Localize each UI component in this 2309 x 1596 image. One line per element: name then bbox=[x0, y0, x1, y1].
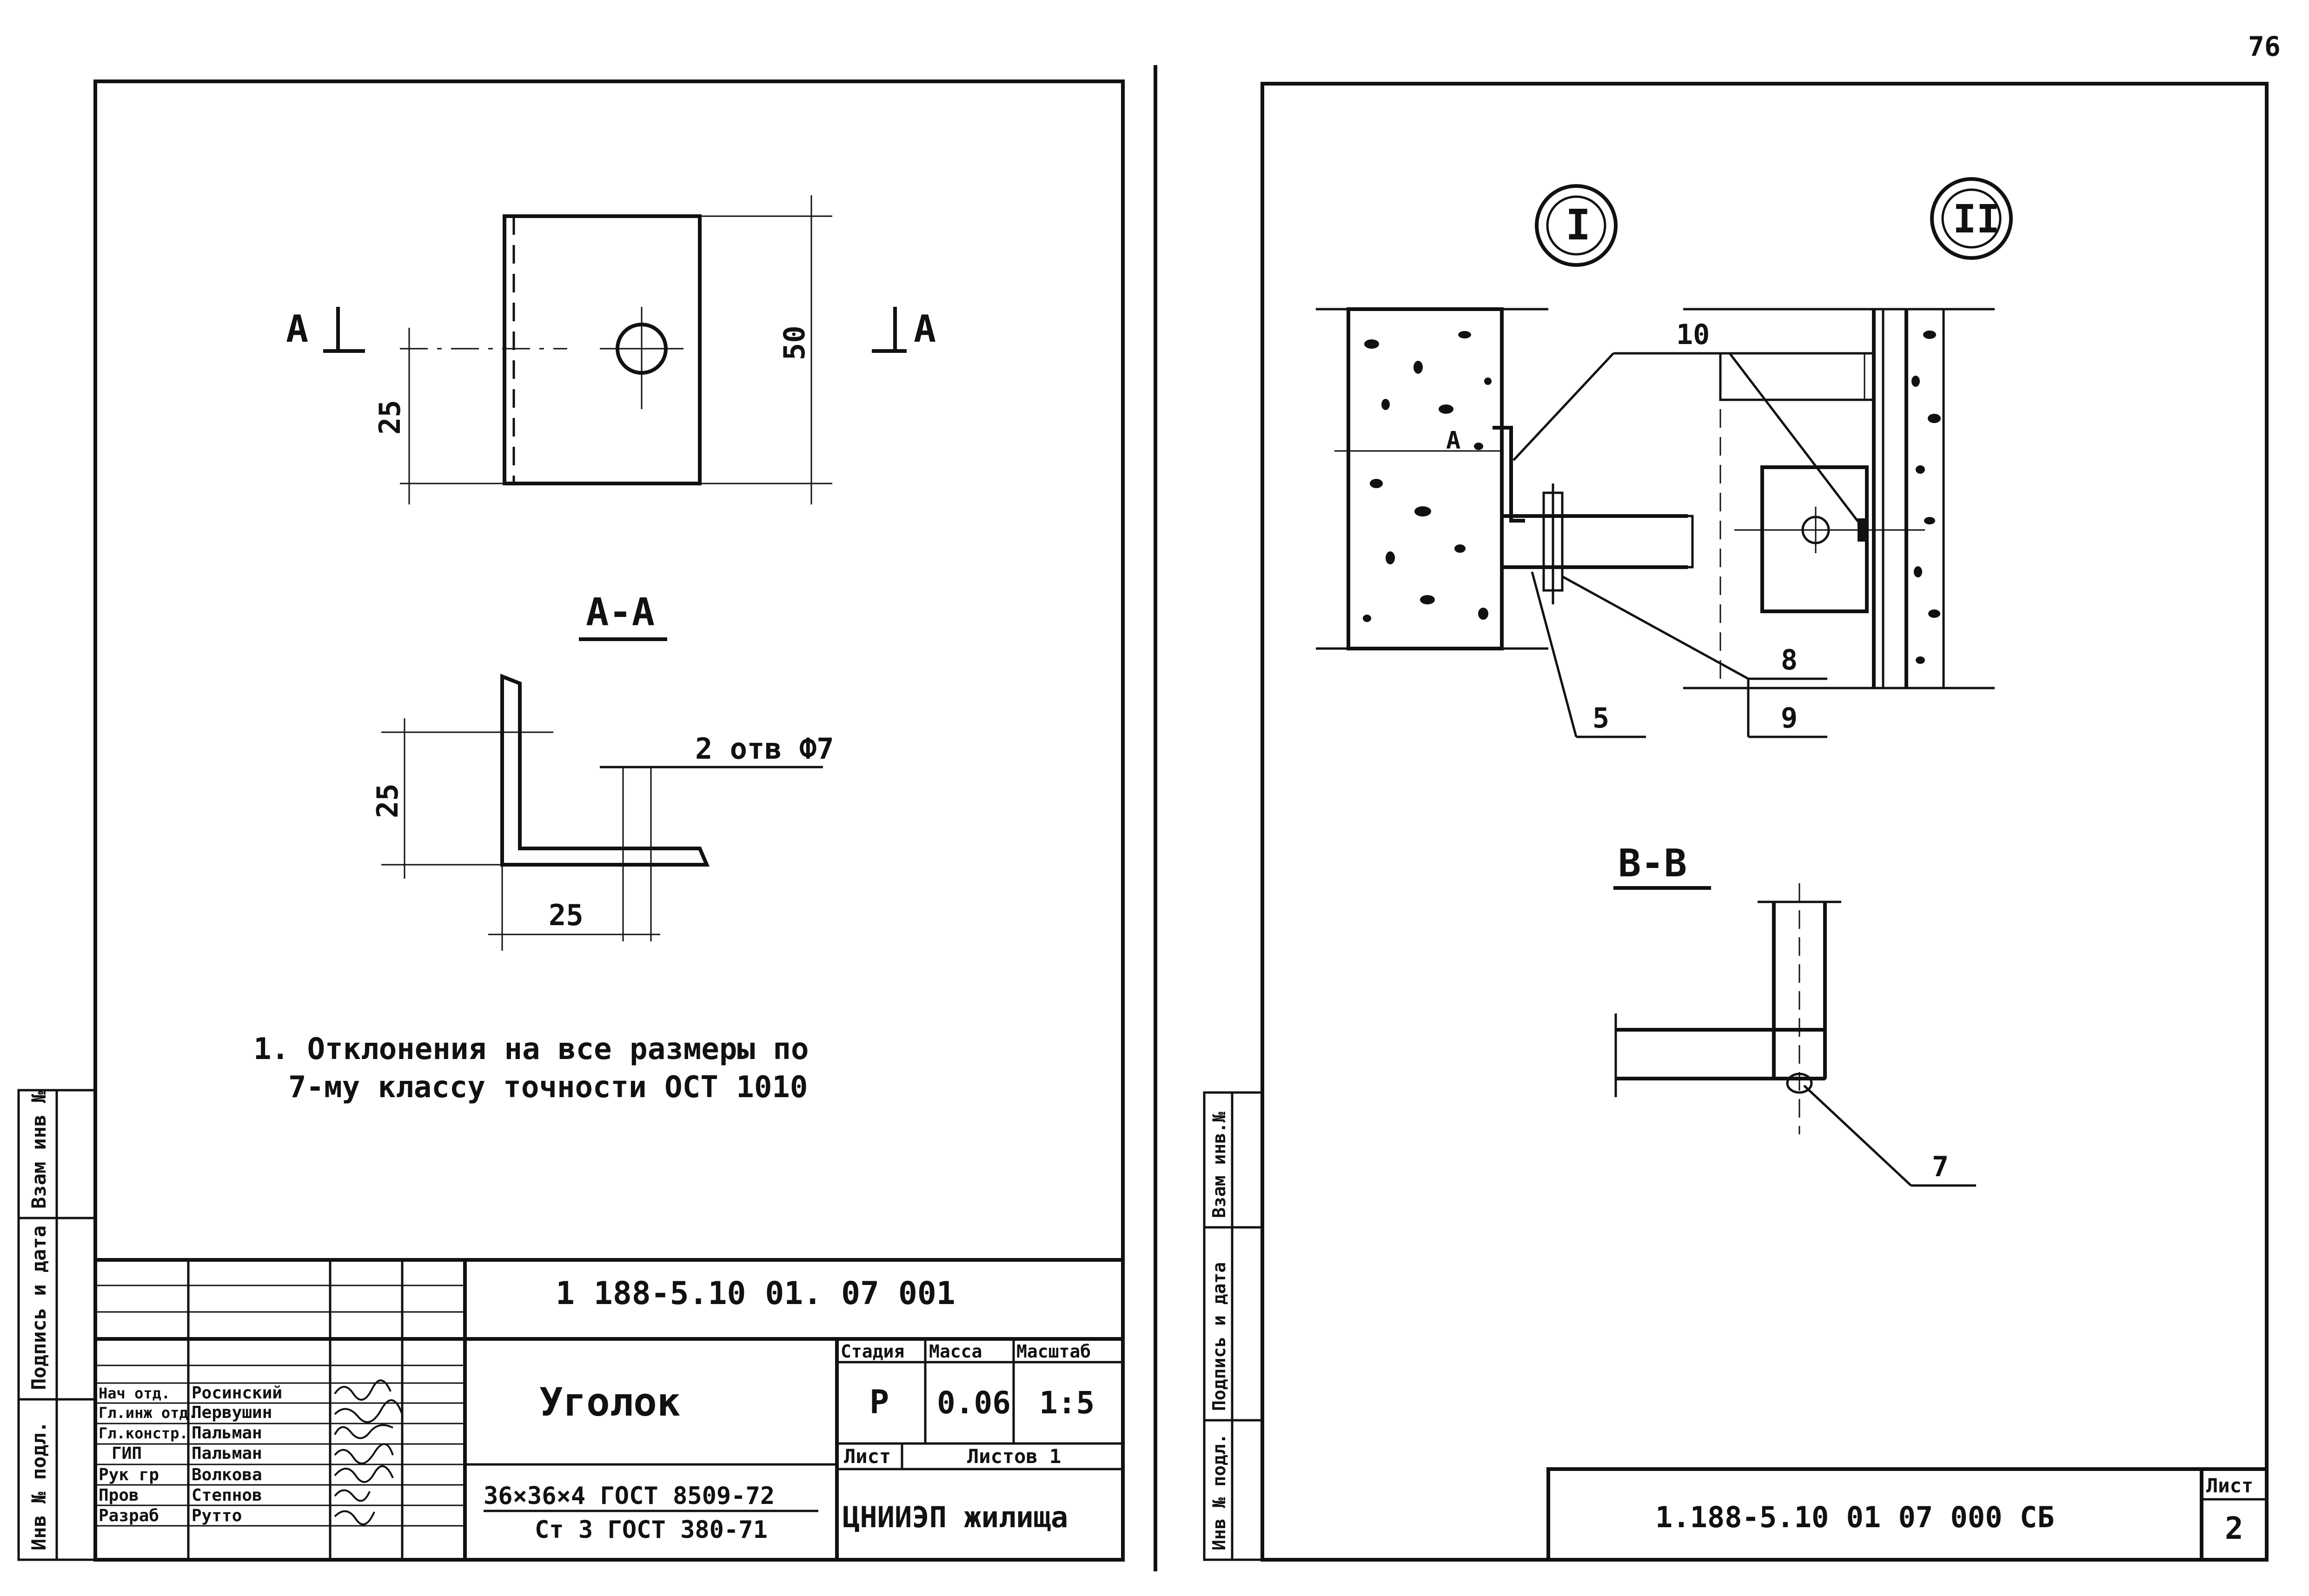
section-mark-left: А bbox=[286, 307, 308, 351]
name-1: Первушин bbox=[192, 1403, 272, 1422]
material-line-1: 36×36×4 ГОСТ 8509-72 bbox=[484, 1482, 775, 1510]
scale-value: 1:5 bbox=[1039, 1385, 1095, 1421]
role-2: Гл.констр. bbox=[99, 1424, 188, 1442]
left-doc-code: 1 188-5.10 01. 07 001 bbox=[556, 1275, 955, 1312]
right-side-stamp-sign: Подпись и дата bbox=[1209, 1262, 1229, 1411]
side-stamp-replace: Взам инв № bbox=[27, 1091, 50, 1209]
role-1: Гл.инж отд. bbox=[99, 1404, 197, 1422]
callouts: 10 8 9 5 bbox=[1513, 318, 1865, 738]
callout-8: 8 bbox=[1781, 644, 1798, 676]
mass-value: 0.06 bbox=[937, 1385, 1011, 1421]
left-sheet-label: Лист bbox=[844, 1445, 891, 1468]
side-stamp-inv: Инв № подл. bbox=[27, 1421, 50, 1550]
right-side-stamp-replace: Взам инв.№ bbox=[1209, 1112, 1229, 1218]
node-1-marker bbox=[1535, 184, 1618, 267]
node-2-label: II bbox=[1953, 196, 2000, 242]
right-doc-code: 1.188-5.10 01 07 000 СБ bbox=[1655, 1500, 2055, 1534]
name-5: Степнов bbox=[192, 1486, 262, 1505]
right-sheet-number: 2 bbox=[2225, 1510, 2243, 1546]
section-bb: В-В 7 bbox=[1613, 841, 1976, 1187]
dim-50: 50 bbox=[777, 325, 811, 360]
scale-header: Масштаб bbox=[1016, 1341, 1091, 1362]
section-aa-title: А-А bbox=[586, 590, 655, 635]
note-line-2: 7-му классу точности ОСТ 1010 bbox=[288, 1070, 808, 1105]
stage-header: Стадия bbox=[841, 1341, 904, 1362]
role-5: Пров bbox=[99, 1486, 139, 1505]
section-aa: А-А 25 25 2 отв Ф7 bbox=[371, 590, 834, 951]
mark-a: А bbox=[1446, 427, 1460, 455]
left-sheets-label: Листов 1 bbox=[967, 1445, 1061, 1468]
angle-profile bbox=[500, 674, 710, 867]
note-line-1: 1. Отклонения на все размеры по bbox=[253, 1032, 809, 1066]
right-frame bbox=[1261, 82, 2269, 1562]
page-number: 76 bbox=[2248, 31, 2281, 62]
name-0: Росинский bbox=[192, 1384, 282, 1403]
name-2: Пальман bbox=[192, 1424, 262, 1443]
role-4: Рук гр bbox=[99, 1465, 159, 1484]
role-0: Нач отд. bbox=[99, 1384, 170, 1402]
role-3: ГИП bbox=[112, 1444, 142, 1463]
side-stamp-sign: Подпись и дата bbox=[27, 1225, 50, 1390]
name-6: Рутто bbox=[192, 1506, 242, 1525]
callout-5: 5 bbox=[1592, 702, 1609, 735]
dim-25-plan: 25 bbox=[373, 400, 407, 435]
section-mark-right: А bbox=[914, 307, 936, 351]
plan-view: А А 50 25 bbox=[286, 195, 936, 504]
left-sheet: Инв № подл. Подпись и дата Взам инв № А … bbox=[17, 79, 1125, 1562]
section-bb-title: В-В bbox=[1618, 841, 1687, 886]
stage-value: Р bbox=[869, 1383, 889, 1421]
name-3: Пальман bbox=[192, 1444, 262, 1463]
material-line-2: Ст 3 ГОСТ 380-71 bbox=[535, 1516, 768, 1544]
node-1-detail: А bbox=[1316, 307, 1694, 650]
mass-header: Масса bbox=[929, 1341, 982, 1362]
callout-7: 7 bbox=[1932, 1151, 1949, 1183]
part-name: Уголок bbox=[539, 1379, 680, 1425]
name-4: Волкова bbox=[192, 1465, 262, 1484]
holes-label: 2 отв Ф7 bbox=[695, 732, 834, 766]
right-title-block: 1.188-5.10 01 07 000 СБ Лист 2 bbox=[1546, 1467, 2269, 1562]
right-sheet-label: Лист bbox=[2206, 1474, 2253, 1497]
callout-10: 10 bbox=[1676, 318, 1710, 351]
callout-9: 9 bbox=[1781, 702, 1798, 735]
node-2-marker bbox=[1930, 177, 2013, 260]
organization: ЦНИИЭП жилища bbox=[843, 1500, 1068, 1534]
node-1-label: I bbox=[1566, 201, 1591, 250]
right-sheet: Инв № подл. Подпись и дата Взам инв.№ I … bbox=[1203, 82, 2269, 1562]
right-side-stamp-inv: Инв № подл. bbox=[1209, 1433, 1229, 1550]
signatures bbox=[334, 1379, 403, 1525]
dim-25-vert: 25 bbox=[371, 783, 405, 818]
dim-25-horiz: 25 bbox=[549, 898, 584, 932]
node-2-detail bbox=[1683, 308, 1995, 689]
left-title-block: Нач отд. Росинский Гл.инж отд. Первушин … bbox=[93, 1258, 1125, 1562]
role-6: Разраб bbox=[99, 1506, 159, 1525]
